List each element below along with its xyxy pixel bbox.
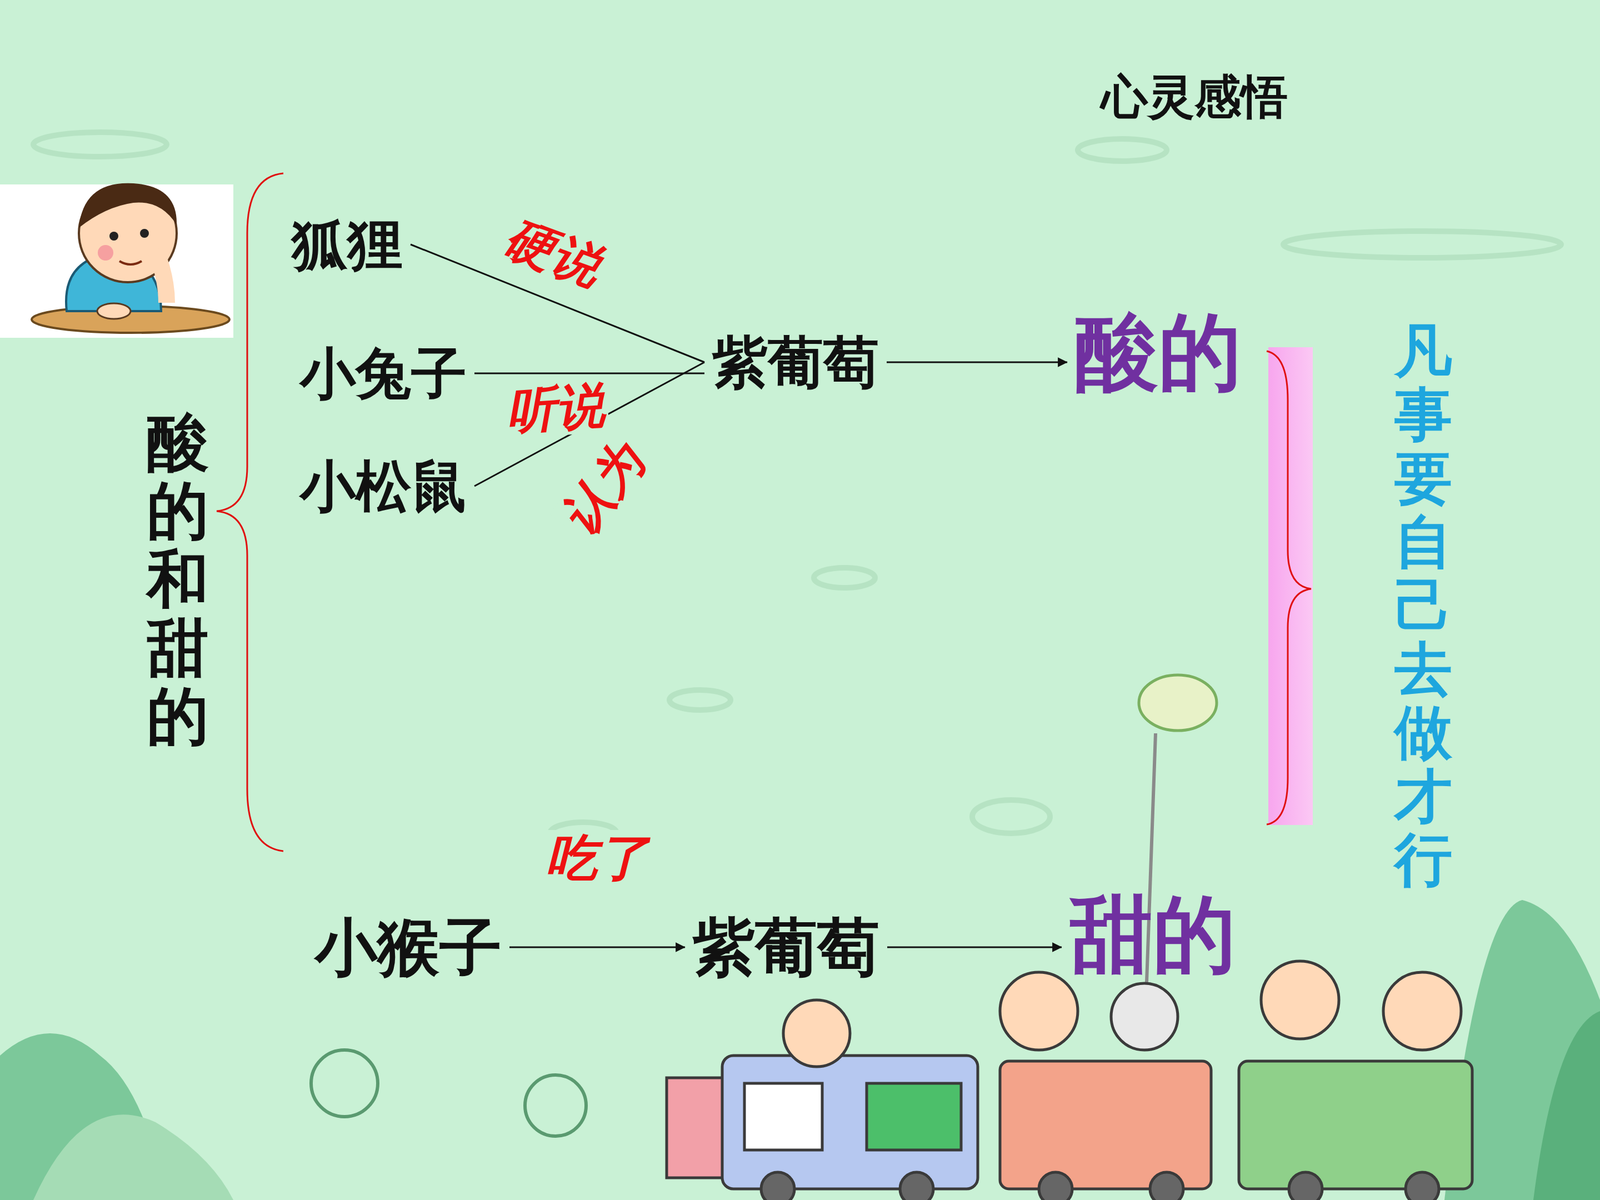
term-node: 酸的: [1069, 301, 1248, 404]
title: 心灵感悟: [1101, 65, 1288, 129]
node-text: 紫葡萄: [692, 911, 880, 984]
left-brace: [216, 173, 284, 852]
node-text: 狐狸: [291, 212, 403, 277]
right-brace: [1266, 351, 1312, 825]
edge-label: 认为: [549, 431, 657, 547]
bottom-hills: [0, 900, 1600, 1200]
connector: [509, 946, 685, 948]
node-text: 小兔子: [300, 341, 467, 406]
node-text: 酸的: [1075, 304, 1242, 401]
edge-label: 吃了: [542, 830, 652, 887]
node-text: 紫葡萄: [712, 330, 879, 395]
connector: [886, 361, 1068, 364]
node-text: 甜的: [1069, 886, 1237, 983]
term-node: 狐狸: [286, 209, 409, 280]
node-text: 小猴子: [315, 911, 502, 984]
connector: [887, 946, 1062, 948]
term-node: 小松鼠: [294, 451, 473, 522]
term-node: 小猴子: [309, 908, 508, 987]
term-node: 紫葡萄: [687, 908, 885, 987]
edge-label: 听说: [501, 377, 610, 439]
term-node: 紫葡萄: [706, 327, 885, 398]
node-text: 小松鼠: [300, 454, 467, 519]
boy-illustration: [0, 183, 234, 338]
term-node: 小兔子: [294, 338, 473, 409]
vertical-label: 酸的和甜的: [146, 408, 209, 751]
faint-clouds: [33, 132, 1562, 845]
vertical-label: 凡事要自己去做才行: [1394, 319, 1453, 892]
term-node: 甜的: [1063, 883, 1242, 987]
cartoon-train: [666, 961, 1473, 1200]
pink-bar: [1268, 347, 1313, 825]
connector: [474, 372, 705, 375]
edge-label: 硬说: [494, 209, 612, 296]
